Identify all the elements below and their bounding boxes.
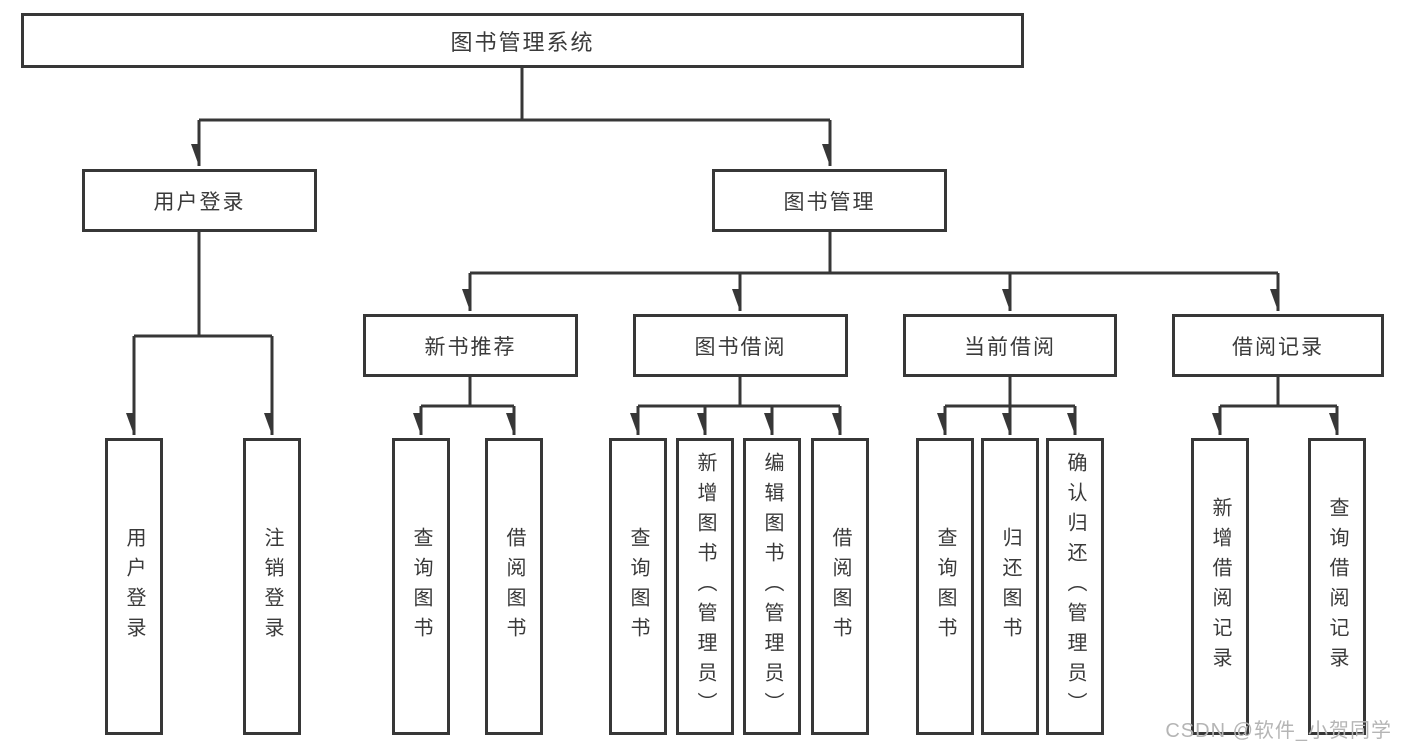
leaf-label: 借阅图书: [829, 526, 851, 647]
leaf-query-books-borrowing: 查询图书: [609, 438, 667, 735]
leaf-return-book: 归还图书: [981, 438, 1039, 735]
leaf-add-borrow-record: 新增借阅记录: [1191, 438, 1249, 735]
leaf-label: 编辑图书（管理员）: [761, 451, 783, 722]
leaf-label: 查询借阅记录: [1326, 496, 1348, 677]
leaf-edit-book-admin: 编辑图书（管理员）: [743, 438, 801, 735]
node-label: 图书管理系统: [450, 29, 595, 55]
node-label: 借阅记录: [1232, 335, 1324, 359]
node-label: 图书借阅: [694, 335, 787, 359]
node-label: 图书管理: [783, 190, 876, 214]
leaf-label: 查询图书: [410, 526, 432, 647]
leaf-borrow-books-recommend: 借阅图书: [485, 438, 543, 735]
leaf-label: 确认归还（管理员）: [1064, 451, 1086, 722]
node-book-borrowing: 图书借阅: [633, 314, 848, 377]
leaf-label: 注销登录: [261, 526, 283, 647]
leaf-add-book-admin: 新增图书（管理员）: [676, 438, 734, 735]
node-user-login: 用户登录: [82, 169, 317, 232]
leaf-label: 查询图书: [934, 526, 956, 647]
node-label: 用户登录: [153, 190, 246, 214]
node-book-management: 图书管理: [712, 169, 947, 232]
leaf-user-login: 用户登录: [105, 438, 163, 735]
node-label: 当前借阅: [964, 335, 1056, 359]
leaf-label: 归还图书: [999, 526, 1021, 647]
leaf-label: 用户登录: [123, 526, 145, 647]
node-library-management-system: 图书管理系统: [21, 13, 1024, 68]
leaf-label: 借阅图书: [503, 526, 525, 647]
leaf-query-books-current: 查询图书: [916, 438, 974, 735]
leaf-label: 新增图书（管理员）: [694, 451, 716, 722]
leaf-query-borrow-record: 查询借阅记录: [1308, 438, 1366, 735]
node-label: 新书推荐: [424, 335, 517, 359]
leaf-logout-login: 注销登录: [243, 438, 301, 735]
leaf-borrow-books-borrowing: 借阅图书: [811, 438, 869, 735]
node-current-borrowing: 当前借阅: [903, 314, 1117, 377]
leaf-confirm-return-admin: 确认归还（管理员）: [1046, 438, 1104, 735]
leaf-query-books-recommend: 查询图书: [392, 438, 450, 735]
leaf-label: 新增借阅记录: [1209, 496, 1231, 677]
node-borrowing-records: 借阅记录: [1172, 314, 1384, 377]
node-new-book-recommend: 新书推荐: [363, 314, 578, 377]
leaf-label: 查询图书: [627, 526, 649, 647]
